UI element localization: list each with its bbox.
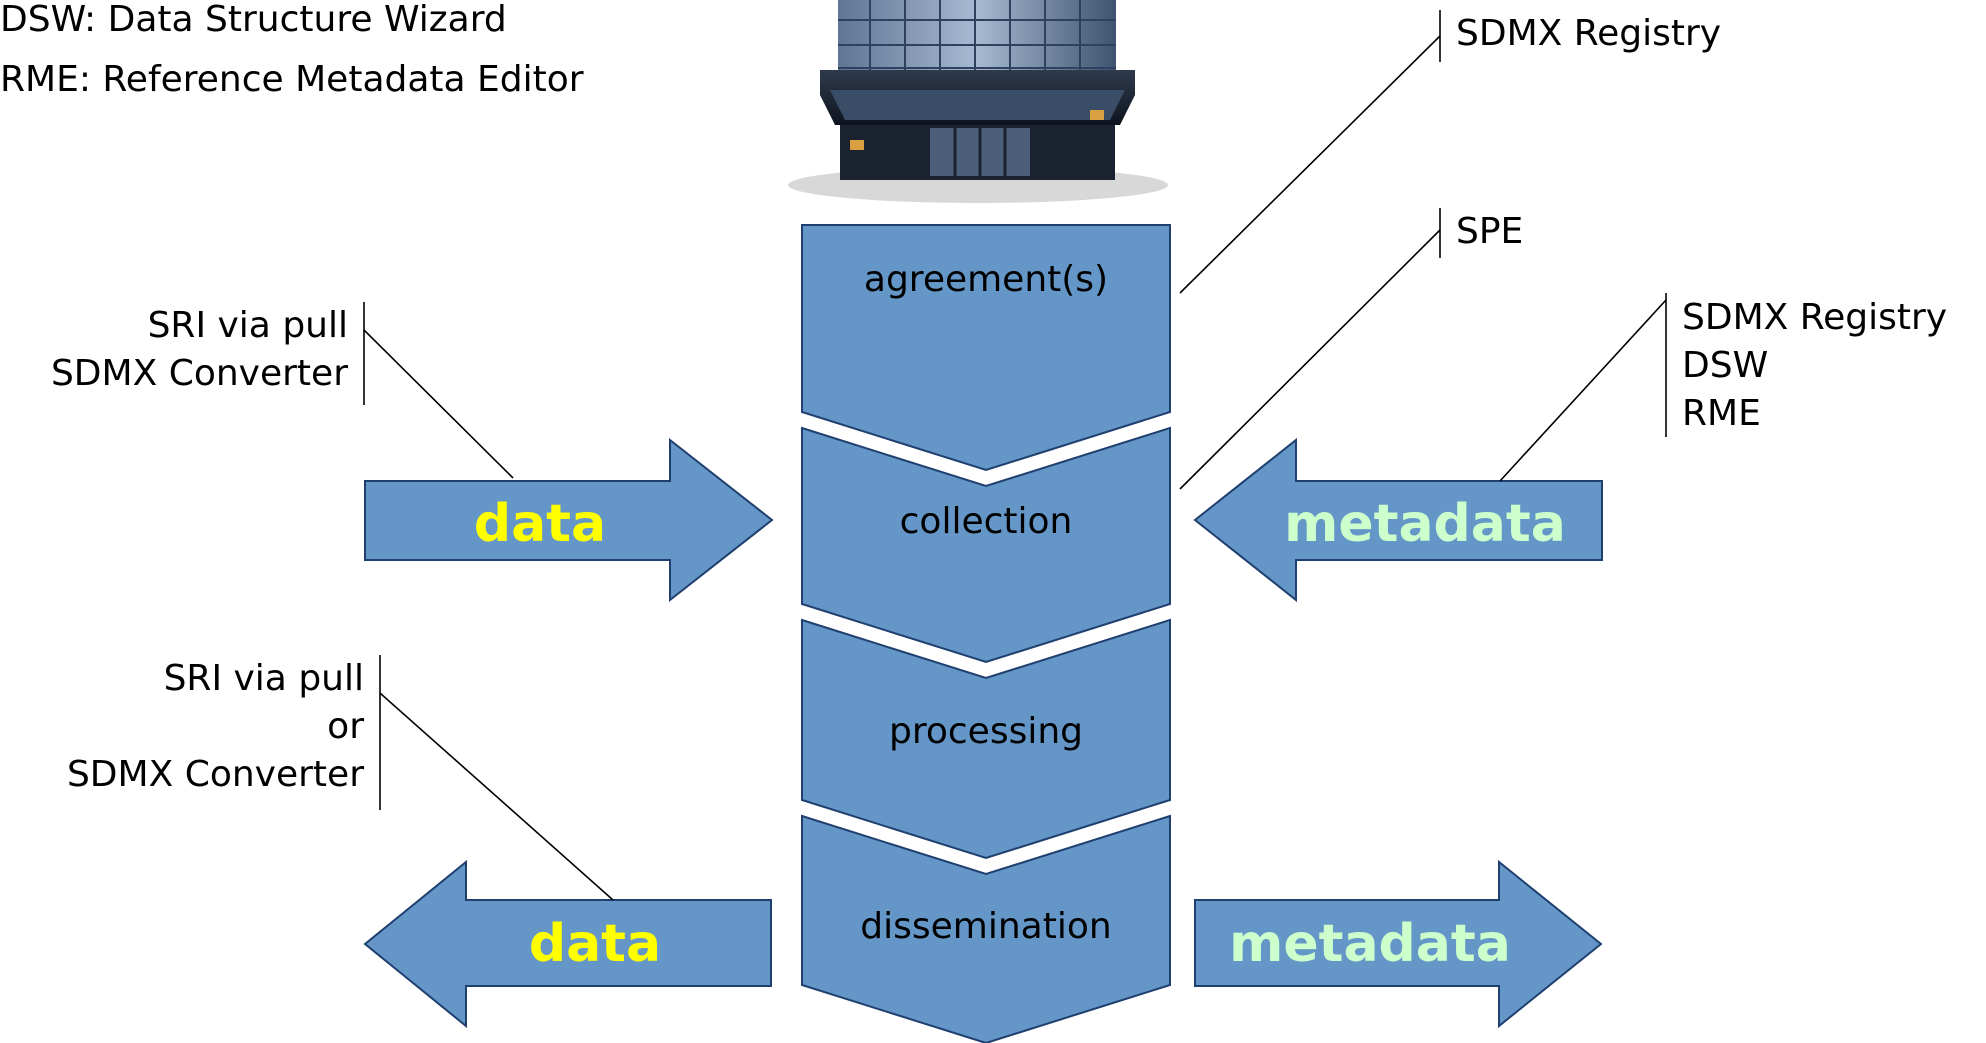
stage-processing-shape xyxy=(801,618,1171,860)
arrow-metadata-in xyxy=(1193,437,1603,603)
tool-metadata-rme: RME xyxy=(1682,393,1761,434)
tool-data-in-converter: SDMX Converter xyxy=(50,353,348,394)
stage-collection-label: collection xyxy=(899,501,1073,542)
stage-agreement-label: agreement(s) xyxy=(863,259,1109,300)
stage-collection-shape xyxy=(801,426,1171,664)
stage-processing-label: processing xyxy=(888,711,1083,752)
stage-dissemination-shape xyxy=(801,814,1171,1043)
arrow-data-out xyxy=(363,859,772,1029)
legend-dsw: DSW: Data Structure Wizard xyxy=(0,0,507,40)
tool-metadata-registry: SDMX Registry xyxy=(1682,297,1948,338)
process-stage-shapes xyxy=(801,224,1171,1043)
arrow-metadata-in-label: metadata xyxy=(1284,494,1566,554)
arrow-metadata-out-label: metadata xyxy=(1229,914,1511,974)
legend-rme: RME: Reference Metadata Editor xyxy=(0,59,584,100)
stage-agreement-shape xyxy=(801,224,1171,472)
tool-collection-spe: SPE xyxy=(1456,211,1524,252)
callout-lines xyxy=(363,10,1667,901)
office-building-icon xyxy=(788,0,1168,203)
tool-data-out-converter: SDMX Converter xyxy=(66,754,364,795)
tool-data-in-sri: SRI via pull xyxy=(147,305,348,346)
tool-agreement-registry: SDMX Registry xyxy=(1456,13,1722,54)
arrow-data-in xyxy=(364,437,774,603)
arrow-metadata-out xyxy=(1194,859,1603,1029)
tool-data-out-sri: SRI via pull xyxy=(163,658,364,699)
tool-data-out-or: or xyxy=(327,706,364,747)
arrow-data-in-label: data xyxy=(473,494,607,554)
arrow-data-out-label: data xyxy=(528,914,662,974)
stage-dissemination-label: dissemination xyxy=(860,906,1112,947)
tool-metadata-dsw: DSW xyxy=(1682,345,1769,386)
